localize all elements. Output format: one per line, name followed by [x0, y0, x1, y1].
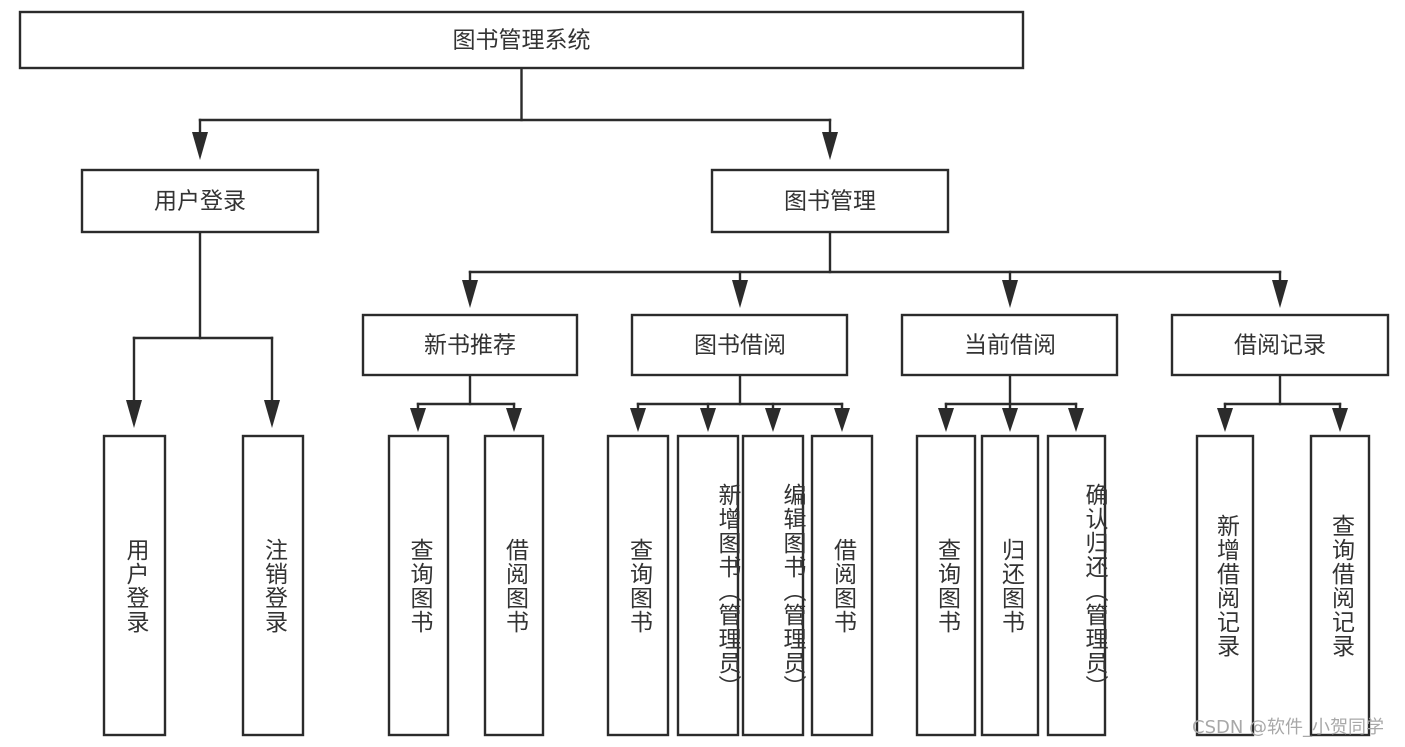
node-leaf-borrow-books-recommend-rect[interactable] [483, 434, 545, 737]
node-root-label: 图书管理系统 [453, 28, 591, 54]
connector-group-current-borrow-to-leaves [938, 373, 1084, 432]
node-leaf-user-login-rect[interactable] [102, 434, 167, 737]
node-current-borrow-label: 当前借阅 [964, 333, 1056, 359]
node-borrow-record[interactable]: 借阅记录 [1170, 313, 1390, 377]
arrow-head-leaf-add-book-admin [700, 408, 716, 432]
node-leaf-add-book-admin-rect[interactable] [676, 434, 740, 737]
connector-group-book-borrow-to-leaves [630, 373, 850, 432]
node-new-book-recommend[interactable]: 新书推荐 [361, 313, 579, 377]
arrow-head-leaf-user-login [126, 400, 142, 428]
node-leaf-logout-rect[interactable] [241, 434, 305, 737]
arrow-head-new-book-recommend [462, 280, 478, 308]
node-new-book-recommend-rect[interactable] [361, 313, 579, 377]
arrow-head-leaf-edit-book-admin [765, 408, 781, 432]
node-leaf-query-books-recommend-rect[interactable] [387, 434, 450, 737]
arrow-head-leaf-borrow-books [834, 408, 850, 432]
arrow-head-leaf-query-books-borrow [630, 408, 646, 432]
node-leaf-query-books-current-rect[interactable] [915, 434, 977, 737]
arrow-head-leaf-add-borrow-record [1217, 408, 1233, 432]
node-book-borrow-rect[interactable] [630, 313, 849, 377]
connector-group-new-book-to-leaves [410, 373, 522, 432]
node-borrow-record-label: 借阅记录 [1234, 333, 1326, 359]
node-leaf-edit-book-admin-rect[interactable] [741, 434, 805, 737]
arrow-head-current-borrow [1002, 280, 1018, 308]
node-leaf-confirm-return-admin-rect[interactable] [1046, 434, 1107, 737]
arrow-head-user-login [192, 132, 208, 160]
node-root-rect[interactable] [18, 10, 1025, 70]
node-new-book-recommend-label: 新书推荐 [424, 333, 516, 359]
node-book-management[interactable]: 图书管理 [710, 168, 950, 234]
connector-group-book-management-to-level3 [462, 230, 1288, 308]
arrow-head-leaf-return-books [1002, 408, 1018, 432]
arrow-head-leaf-confirm-return-admin [1068, 408, 1084, 432]
arrow-head-leaf-logout [264, 400, 280, 428]
node-book-borrow-label: 图书借阅 [694, 333, 786, 359]
node-current-borrow-rect[interactable] [900, 313, 1119, 377]
node-user-login-label: 用户登录 [154, 189, 246, 215]
node-leaf-query-books-borrow-rect[interactable] [606, 434, 670, 737]
node-user-login[interactable]: 用户登录 [80, 168, 320, 234]
node-leaf-query-borrow-record-rect[interactable] [1309, 434, 1371, 737]
node-book-management-label: 图书管理 [784, 189, 876, 215]
node-root[interactable]: 图书管理系统 [18, 10, 1025, 70]
node-leaf-return-books-rect[interactable] [980, 434, 1040, 737]
node-current-borrow[interactable]: 当前借阅 [900, 313, 1119, 377]
node-book-management-rect[interactable] [710, 168, 950, 234]
node-book-borrow[interactable]: 图书借阅 [630, 313, 849, 377]
arrow-head-leaf-query-borrow-record [1332, 408, 1348, 432]
connector-group-root-to-level2 [192, 66, 838, 160]
arrow-head-borrow-record [1272, 280, 1288, 308]
connector-group-user-login-to-leaves [126, 230, 280, 428]
node-leaf-borrow-books-rect[interactable] [810, 434, 874, 737]
arrow-head-leaf-borrow-books-recommend [506, 408, 522, 432]
arrow-head-book-management [822, 132, 838, 160]
arrow-head-book-borrow [732, 280, 748, 308]
arrow-head-leaf-query-books-recommend [410, 408, 426, 432]
node-user-login-rect[interactable] [80, 168, 320, 234]
arrow-head-leaf-query-books-current [938, 408, 954, 432]
node-leaf-add-borrow-record-rect[interactable] [1195, 434, 1255, 737]
connector-group-borrow-record-to-leaves [1217, 373, 1348, 432]
node-borrow-record-rect[interactable] [1170, 313, 1390, 377]
csdn-watermark: CSDN @软件_小贺同学 [1192, 717, 1385, 738]
